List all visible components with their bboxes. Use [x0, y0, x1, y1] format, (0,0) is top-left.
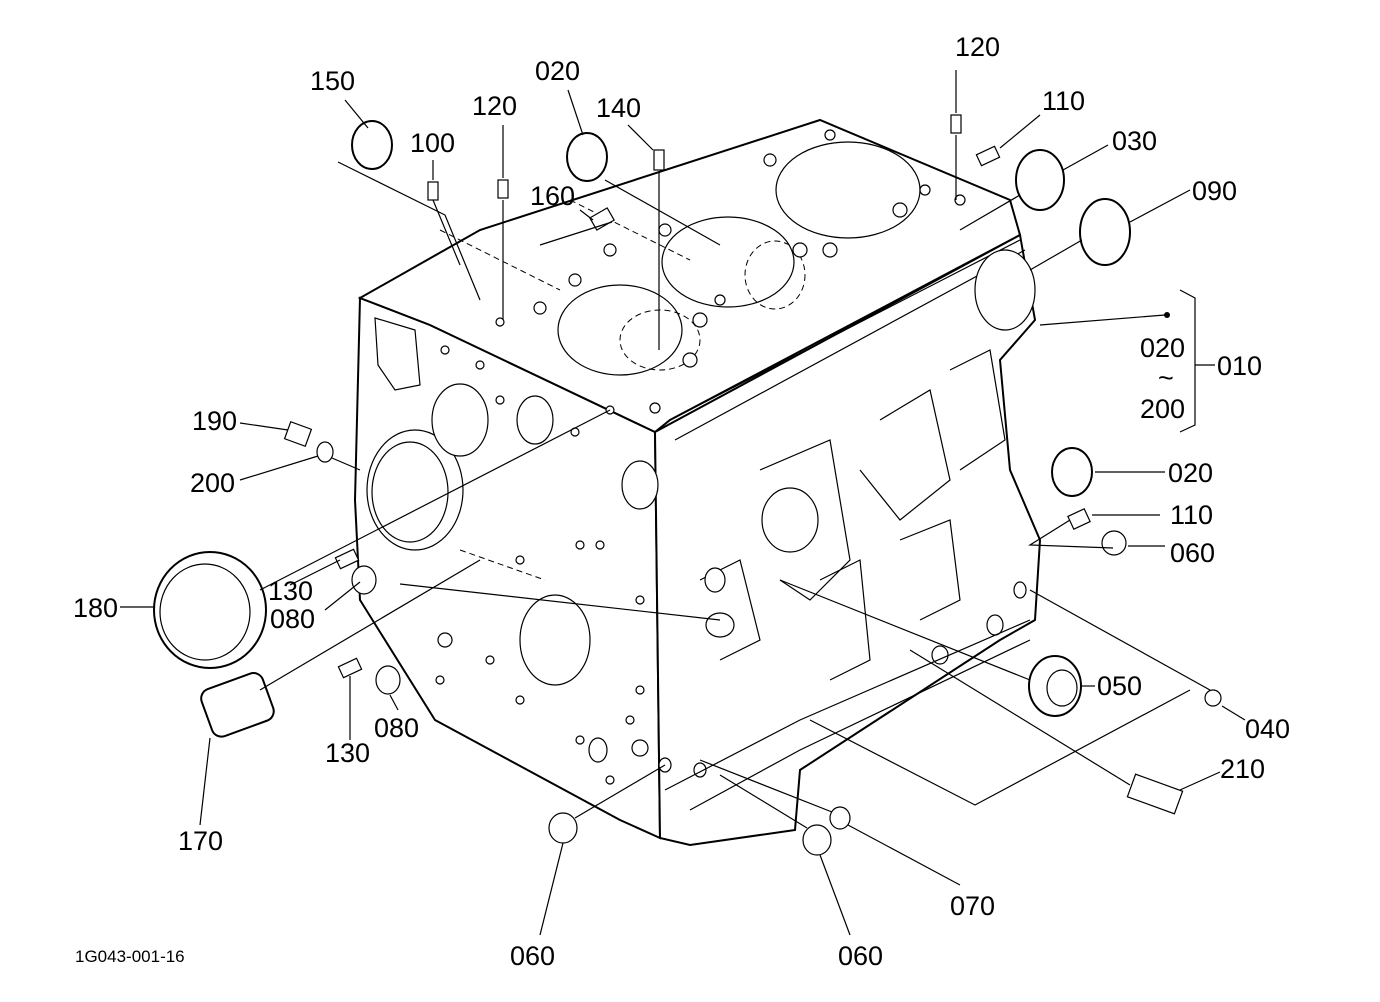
- callout-110-right: 110: [1170, 500, 1213, 530]
- callout-210: 210: [1220, 754, 1265, 784]
- bolt-190: [283, 421, 313, 447]
- callout-150: 150: [310, 66, 355, 96]
- callout-200: 200: [190, 468, 235, 498]
- plug-150: [351, 120, 393, 170]
- diagram-code: 1G043-001-16: [75, 947, 185, 966]
- fitting-160: [589, 207, 615, 231]
- pin-100: [427, 181, 439, 201]
- pin-120a: [497, 179, 509, 199]
- callout-190: 190: [192, 406, 237, 436]
- pin-110a: [975, 145, 1001, 167]
- callout-070: 070: [950, 891, 995, 921]
- plug-020b: [1051, 447, 1093, 497]
- plug-020a: [566, 132, 608, 182]
- callout-080-upper: 080: [270, 604, 315, 634]
- leader-lines: [120, 70, 1246, 936]
- callout-130-upper: 130: [268, 576, 313, 606]
- group-callout-main: 010: [1217, 351, 1262, 381]
- callout-130-lower: 130: [325, 738, 370, 768]
- plug-090: [1079, 198, 1131, 266]
- pin-120b: [950, 114, 962, 134]
- callout-060-bottom-right: 060: [838, 941, 883, 971]
- plug-030: [1015, 149, 1065, 211]
- callout-060-right: 060: [1170, 538, 1215, 568]
- callout-020-top: 020: [535, 56, 580, 86]
- cylinder-block: [353, 118, 1042, 847]
- plug-040: [1204, 689, 1222, 707]
- callout-040: 040: [1245, 714, 1290, 744]
- plug-210: [1126, 773, 1184, 815]
- callout-020-right: 020: [1168, 458, 1213, 488]
- callout-110-top: 110: [1042, 86, 1085, 116]
- plug-060a: [1101, 530, 1127, 556]
- callout-090: 090: [1192, 176, 1237, 206]
- washer-200: [316, 441, 334, 463]
- callout-050: 050: [1097, 671, 1142, 701]
- callout-080-lower: 080: [374, 713, 419, 743]
- group-callout-top: 020: [1140, 333, 1185, 363]
- callout-100: 100: [410, 128, 455, 158]
- group-callout-bottom: 200: [1140, 394, 1185, 424]
- plug-060c: [802, 824, 832, 856]
- callout-030: 030: [1112, 126, 1157, 156]
- plug-070: [829, 806, 851, 830]
- pin-110b: [1067, 508, 1091, 530]
- pin-130a: [334, 548, 360, 570]
- callout-120-left: 120: [472, 91, 517, 121]
- parts: [153, 114, 1222, 856]
- callout-170: 170: [178, 826, 223, 856]
- callout-060-bottom-left: 060: [510, 941, 555, 971]
- callout-labels: 150 100 120 020 140 160 120 110 030 090 …: [73, 32, 1290, 971]
- group-callout-tilde: ~: [1158, 363, 1174, 393]
- pin-140: [653, 149, 665, 171]
- plug-060b: [548, 812, 578, 844]
- plug-080a: [351, 565, 377, 595]
- plug-080b: [375, 665, 401, 695]
- cap-170: [200, 672, 275, 738]
- pin-130b: [337, 657, 363, 679]
- callout-160: 160: [530, 181, 575, 211]
- callout-120-right: 120: [955, 32, 1000, 62]
- callout-140: 140: [596, 93, 641, 123]
- callout-180: 180: [73, 593, 118, 623]
